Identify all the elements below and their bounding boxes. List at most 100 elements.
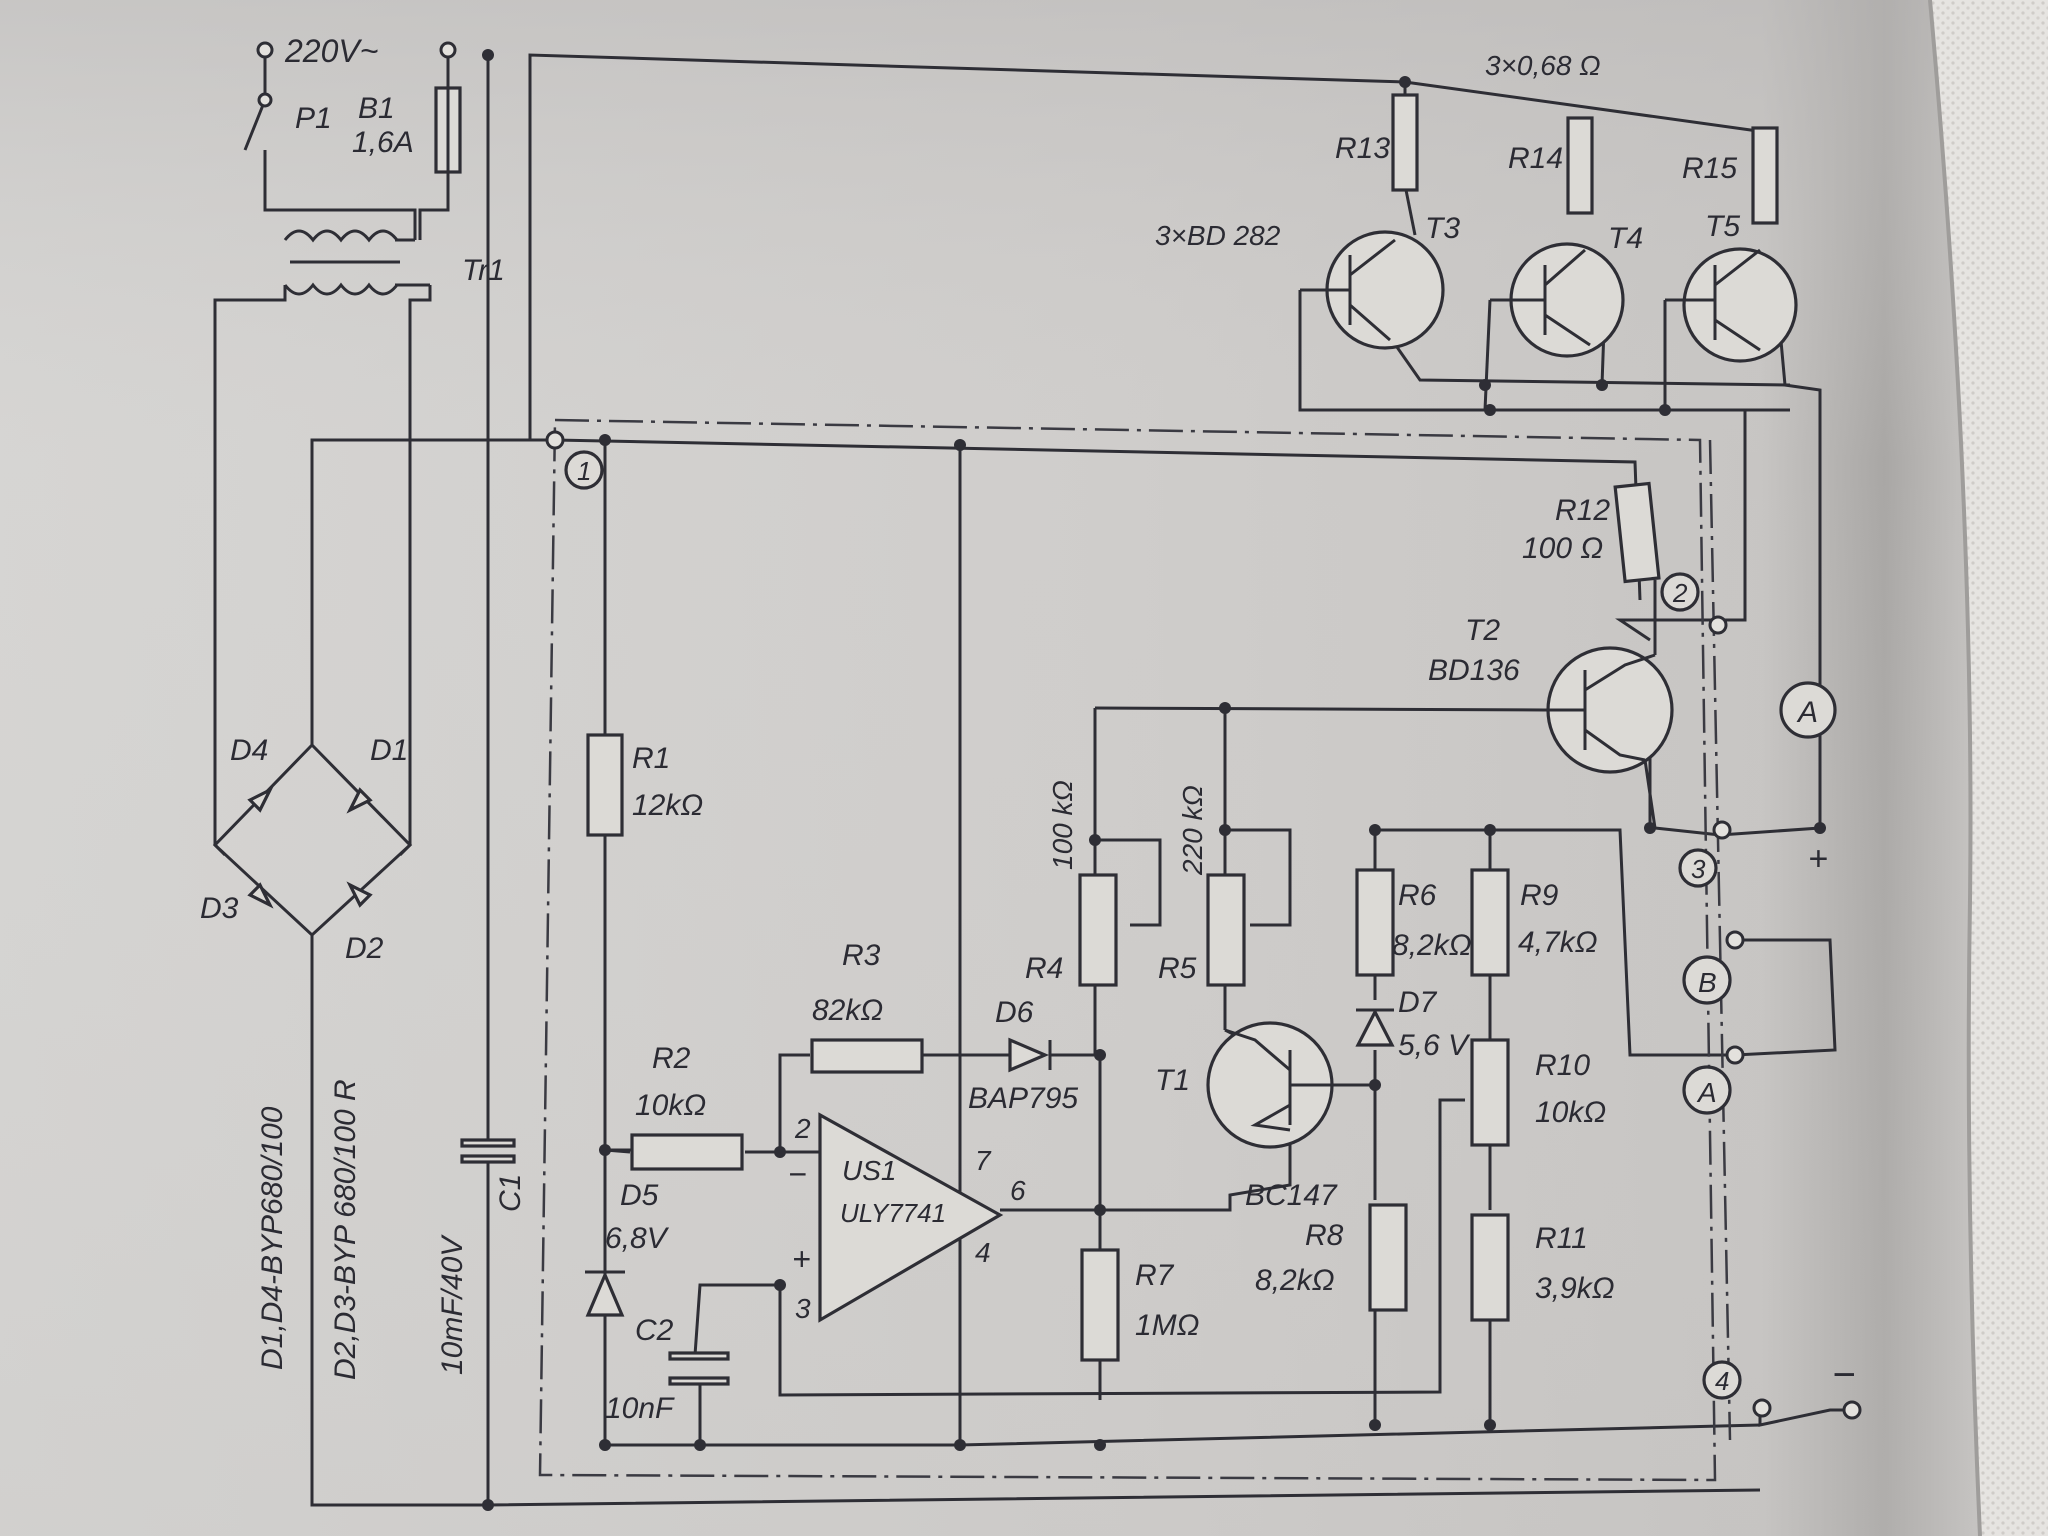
junction-dot	[1219, 702, 1231, 714]
zener-d5-name: D5	[620, 1179, 659, 1212]
resistor-r2-value: 10kΩ	[635, 1089, 706, 1122]
potentiometer-r5-name: R5	[1158, 952, 1197, 985]
zener-d7-name: D7	[1398, 986, 1438, 1019]
junction-dot	[1484, 1419, 1496, 1431]
capacitor-c1-plate-b	[460, 1154, 516, 1164]
junction-dot	[1369, 824, 1381, 836]
transistor-t1	[1206, 1021, 1375, 1149]
ammeter-low	[1682, 1065, 1732, 1115]
resistor-r8-name: R8	[1305, 1219, 1344, 1252]
potentiometer-r5-value: 220 kΩ	[1177, 785, 1208, 876]
diode-d3	[247, 882, 274, 909]
transformer-primary	[283, 229, 415, 243]
junction-dots	[482, 49, 1826, 1511]
module-frame-divider	[1708, 439, 1732, 1441]
junction-dot	[1659, 404, 1671, 416]
resistor-r15	[1751, 126, 1779, 225]
op-amp-type: ULY7741	[840, 1198, 946, 1228]
node-1-label: 1	[577, 456, 591, 486]
node-2-label: 2	[1672, 578, 1688, 608]
output-plus-label: +	[1808, 840, 1828, 878]
transistor-t2-type: BD136	[1428, 654, 1520, 687]
op-amp-us1	[818, 1112, 1004, 1323]
resistor-r2	[630, 1133, 744, 1171]
node-3-label: 3	[1691, 854, 1706, 884]
junction-dot	[599, 1439, 611, 1451]
capacitor-c1-plate-a	[460, 1138, 516, 1148]
junction-dot	[1644, 822, 1656, 834]
resistor-r7-value: 1MΩ	[1135, 1309, 1200, 1342]
op-amp-pin-2: 2	[794, 1113, 811, 1144]
bridge-note-a: D1,D4-BYP680/100	[256, 1106, 289, 1370]
op-amp-name: US1	[842, 1155, 896, 1186]
resistor-r9-value: 4,7kΩ	[1518, 926, 1598, 959]
junction-dot	[482, 1499, 494, 1511]
meter-b-label: B	[1698, 967, 1717, 998]
resistor-r8-value: 8,2kΩ	[1255, 1264, 1335, 1297]
transistor-t2	[1545, 646, 1674, 774]
resistor-r3-value: 82kΩ	[812, 994, 883, 1027]
op-amp-pin-6: 6	[1010, 1175, 1026, 1206]
capacitor-c2-plate-a	[668, 1351, 730, 1361]
fuse-rating-label: 1,6A	[352, 126, 414, 159]
junction-dot	[1484, 404, 1496, 416]
open-nodes	[545, 430, 1772, 1418]
junction-dot	[599, 434, 611, 446]
junction-dot	[1094, 1204, 1106, 1216]
resistor-r11	[1470, 1213, 1510, 1322]
node-3-circle	[1678, 848, 1718, 888]
junction-dot	[954, 1439, 966, 1451]
bridge-note-b: D2,D3-BYP 680/100 R	[329, 1079, 362, 1380]
junction-dot	[1369, 1419, 1381, 1431]
op-amp-pin-7: 7	[975, 1145, 992, 1176]
diode-d2	[346, 881, 373, 908]
resistor-r14	[1566, 116, 1594, 215]
diode-d6-name: D6	[995, 996, 1034, 1029]
diode-d4	[247, 786, 274, 813]
potentiometer-r4	[1078, 873, 1118, 987]
resistor-r6-value: 8,2kΩ	[1392, 929, 1472, 962]
transistor-t5-label: T5	[1705, 210, 1740, 243]
resistor-r3	[810, 1038, 924, 1074]
transistor-t3	[1300, 230, 1445, 350]
resistor-r9	[1470, 868, 1510, 977]
transistor-t4	[1490, 242, 1625, 358]
potentiometer-r10	[1470, 1038, 1510, 1147]
diode-d4-label: D4	[230, 734, 268, 767]
zener-d7-value: 5,6 V	[1398, 1029, 1471, 1062]
resistor-r11-name: R11	[1535, 1222, 1588, 1255]
meter-b	[1682, 955, 1732, 1005]
ammeter-top-label: A	[1796, 696, 1818, 729]
resistor-r8	[1368, 1203, 1408, 1312]
mains-terminal-l	[256, 41, 274, 59]
ammeter-top	[1779, 681, 1837, 739]
power-transistors-note: 3×BD 282	[1155, 220, 1281, 251]
resistor-r7-name: R7	[1135, 1259, 1175, 1292]
resistor-r9-name: R9	[1520, 879, 1559, 912]
capacitor-c2-plate-b	[668, 1376, 730, 1386]
zener-d5-value: 6,8V	[605, 1222, 670, 1255]
junction-dot	[774, 1279, 786, 1291]
resistor-r11-value: 3,9kΩ	[1535, 1272, 1615, 1305]
op-amp-plus-sign: +	[792, 1241, 811, 1277]
capacitor-c2-value: 10nF	[605, 1392, 675, 1425]
resistor-r6-name: R6	[1398, 879, 1437, 912]
capacitor-c2-name: C2	[635, 1314, 674, 1347]
page-edge	[1928, 0, 1982, 1536]
resistor-r13	[1391, 93, 1419, 192]
resistor-r1	[586, 733, 624, 837]
op-amp-minus-sign: −	[788, 1156, 807, 1192]
module-frame	[538, 418, 1717, 1482]
potentiometer-r10-name: R10	[1535, 1049, 1590, 1082]
capacitor-c1-value: 10mF/40V	[436, 1234, 469, 1375]
transistor-t5	[1665, 247, 1798, 363]
junction-dot	[1219, 824, 1231, 836]
resistor-r14-label: R14	[1508, 142, 1563, 175]
switch-contact	[257, 92, 273, 108]
junction-dot	[774, 1146, 786, 1158]
junction-dot	[1089, 834, 1101, 846]
resistor-r15-label: R15	[1682, 152, 1737, 185]
capacitor-c1-name: C1	[494, 1174, 527, 1212]
